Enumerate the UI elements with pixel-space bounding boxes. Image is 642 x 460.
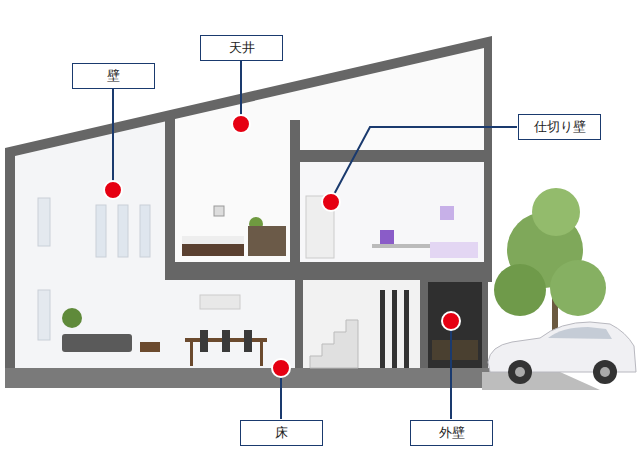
picture <box>214 206 224 216</box>
callout-label: 天井 <box>229 39 255 57</box>
shelf <box>248 226 286 256</box>
louver <box>380 290 385 368</box>
marker-dot <box>232 115 250 133</box>
louver <box>392 290 397 368</box>
table-leg <box>260 342 263 366</box>
bed <box>182 242 244 256</box>
hubcap <box>515 367 525 377</box>
car-window <box>548 327 612 339</box>
tree-foliage <box>550 260 606 316</box>
plant <box>62 308 82 328</box>
bedroom <box>175 48 484 262</box>
chair <box>244 330 252 352</box>
chair <box>380 230 394 244</box>
chair <box>200 330 208 352</box>
kitchen-shelf <box>200 295 240 309</box>
callout-box: 壁 <box>72 63 155 89</box>
hubcap <box>600 367 610 377</box>
marker-dot <box>272 359 290 377</box>
callout-box: 仕切り壁 <box>518 114 601 140</box>
marker-dot <box>442 312 460 330</box>
window <box>118 205 128 257</box>
table-leg <box>190 342 193 366</box>
window <box>38 198 50 246</box>
chair <box>222 330 230 352</box>
exterior-wall <box>428 282 482 372</box>
callout-label: 仕切り壁 <box>534 118 586 136</box>
sofa <box>62 334 132 352</box>
bed-sheet <box>182 236 244 244</box>
window <box>96 205 106 257</box>
callout-box: 床 <box>240 420 323 446</box>
window <box>140 205 150 257</box>
upper-room <box>300 162 484 262</box>
bed <box>430 242 478 258</box>
wheel <box>508 360 532 384</box>
pavement <box>482 372 600 390</box>
callout-label: 壁 <box>107 67 120 85</box>
window <box>38 290 50 340</box>
desk <box>372 244 432 248</box>
exterior-light <box>432 340 478 360</box>
callout-box: 天井 <box>200 35 283 61</box>
marker-dot <box>104 181 122 199</box>
marker-dot <box>322 193 340 211</box>
stairs <box>310 320 358 368</box>
side-table <box>140 342 160 352</box>
leader-line <box>112 89 114 190</box>
callout-box: 外壁 <box>410 420 493 446</box>
tree-foliage <box>532 188 580 236</box>
shelf <box>440 206 454 220</box>
callout-label: 外壁 <box>439 424 465 442</box>
ground-base <box>5 368 510 388</box>
stair-room <box>303 280 420 368</box>
wheel <box>593 360 617 384</box>
louver <box>404 290 409 368</box>
callout-label: 床 <box>275 424 288 442</box>
tree-foliage <box>494 264 546 316</box>
house-frame <box>5 36 492 376</box>
leader-line <box>331 127 517 200</box>
leader-line <box>450 321 452 419</box>
